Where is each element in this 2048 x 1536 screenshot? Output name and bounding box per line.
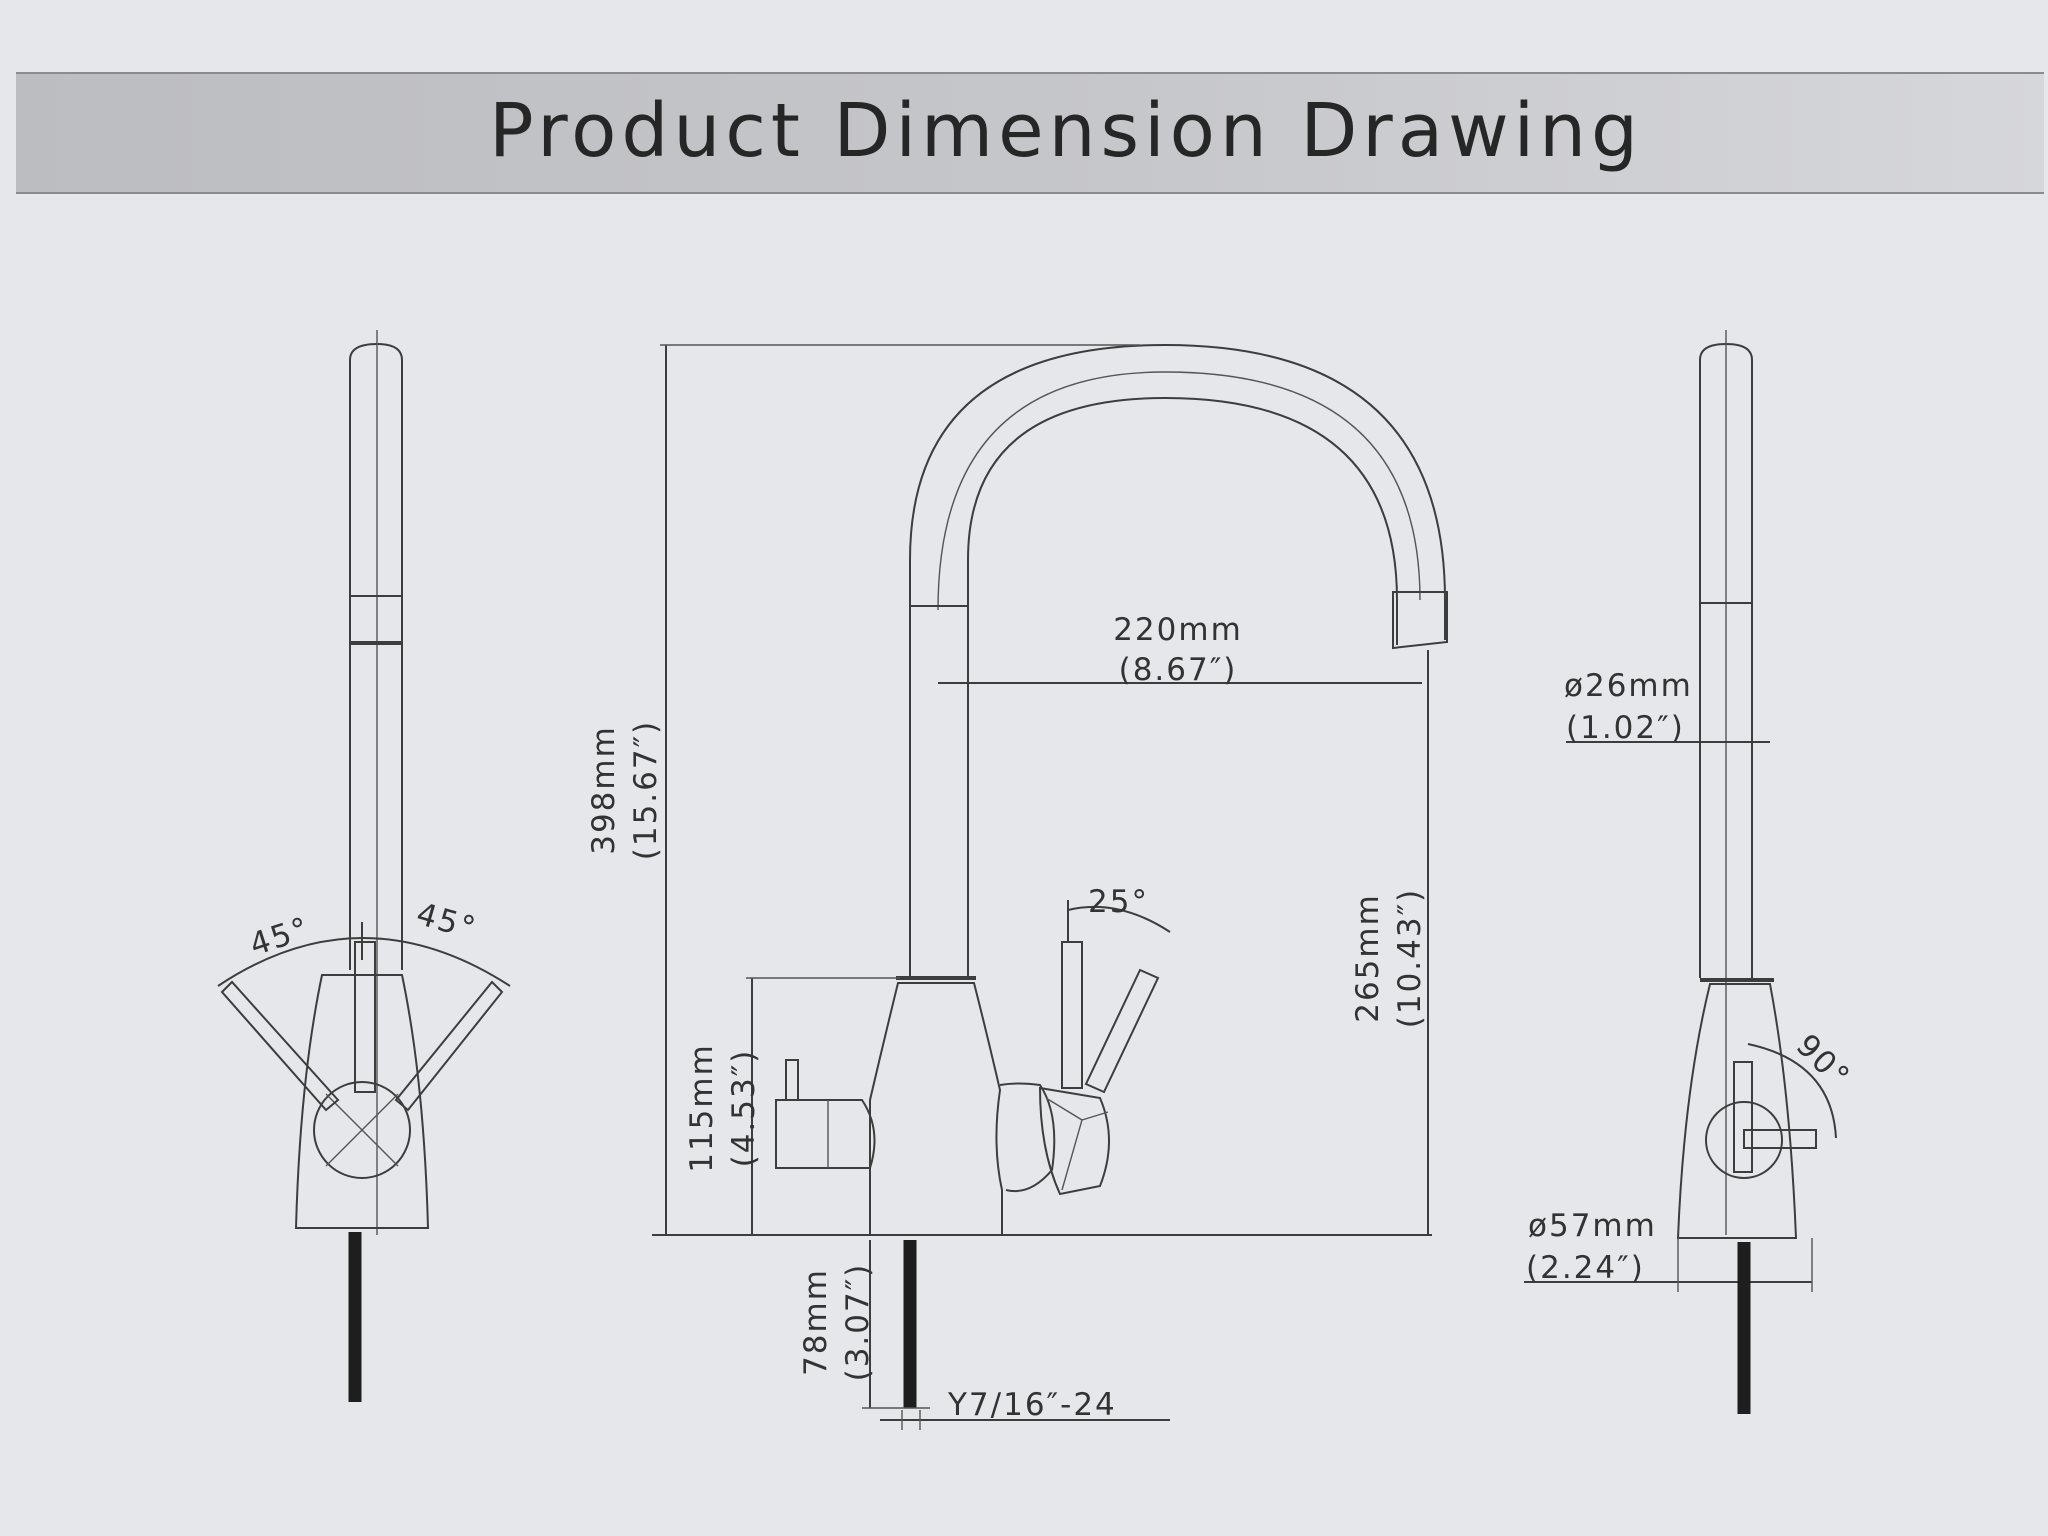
front-view-left-valve-stem xyxy=(785,1059,799,1101)
right-view-handle-vertical xyxy=(1733,1061,1753,1173)
left-view-angle-left: 45° xyxy=(245,910,314,963)
left-view-handle-left xyxy=(220,980,340,1112)
front-view-right-hub-facet xyxy=(1081,1111,1109,1121)
left-view-body xyxy=(294,974,430,1229)
front-view-spout-inner xyxy=(967,396,1398,978)
front-view-spout-centerline xyxy=(937,371,1421,611)
front-view-handle-angle: 25° xyxy=(1088,884,1149,920)
left-view-handle-right xyxy=(394,980,504,1112)
dim-reach-mm: 220mm xyxy=(1113,612,1243,648)
front-view: 25° 398mm (15.67″) 115mm (4.53″) 220mm (… xyxy=(586,343,1448,1430)
front-view-spout-outer xyxy=(909,343,1446,978)
left-view-cross xyxy=(325,1093,399,1167)
dim-clearance-mm: 265mm xyxy=(1350,893,1386,1023)
right-view-angle-arc xyxy=(1747,1043,1837,1139)
dim-shank-mm: 78mm xyxy=(798,1268,834,1376)
dim-reach-in: (8.67″) xyxy=(1119,652,1238,688)
front-view-right-hub xyxy=(999,1082,1056,1192)
page-title: Product Dimension Drawing xyxy=(488,88,1644,174)
front-view-aerator xyxy=(1392,591,1448,650)
right-view-body xyxy=(1676,983,1798,1239)
left-view-angle-right: 45° xyxy=(412,896,481,947)
dim-shank-in: (3.07″) xyxy=(840,1263,876,1382)
right-view-handle-horizontal xyxy=(1743,1129,1817,1149)
dim-thread: Y7/16″-24 xyxy=(947,1387,1117,1423)
right-view: 90° ø26mm (1.02″) ø57mm (2.24″) xyxy=(1524,330,1857,1414)
dim-height-mm: 398mm xyxy=(586,725,622,855)
dim-spout-diameter-in: (1.02″) xyxy=(1566,710,1685,746)
front-view-body xyxy=(869,982,1003,1236)
dim-base-diameter-in: (2.24″) xyxy=(1526,1250,1645,1286)
dim-body-in: (4.53″) xyxy=(726,1049,762,1168)
left-view: 45° 45° xyxy=(217,330,511,1402)
front-view-lever-tilted xyxy=(1084,968,1160,1094)
dim-body-mm: 115mm xyxy=(684,1043,720,1173)
dim-base-diameter-mm: ø57mm xyxy=(1528,1208,1657,1244)
dim-height-in: (15.67″) xyxy=(628,720,664,861)
dim-spout-diameter-mm: ø26mm xyxy=(1564,668,1693,704)
left-view-angle-arc xyxy=(217,937,511,987)
front-view-left-valve xyxy=(775,1099,876,1169)
left-view-cartridge xyxy=(313,1081,411,1179)
front-view-right-hub-cap xyxy=(1038,1086,1110,1196)
left-view-handle-center xyxy=(354,941,376,1093)
left-view-spout-outline xyxy=(349,342,403,970)
title-bar: Product Dimension Drawing xyxy=(16,72,2044,194)
right-view-cartridge xyxy=(1705,1101,1783,1179)
dim-clearance-in: (10.43″) xyxy=(1392,888,1428,1029)
front-view-angle-arc xyxy=(1067,905,1171,933)
right-view-handle-angle: 90° xyxy=(1789,1027,1858,1096)
front-view-lever-vertical xyxy=(1061,941,1083,1089)
